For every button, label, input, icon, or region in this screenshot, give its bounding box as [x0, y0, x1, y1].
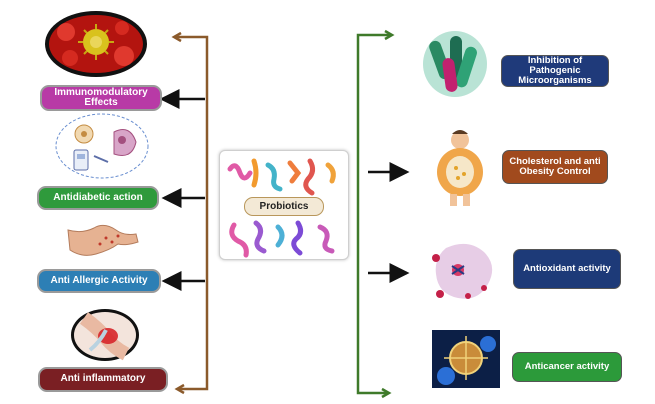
cholesterol-obesity-label: Cholesterol and anti Obesity Control — [502, 150, 608, 184]
anti-allergic-activity-text: Anti Allergic Activity — [50, 274, 148, 286]
pathogen-inhibition-label: Inhibition of Pathogenic Microorganisms — [501, 55, 609, 87]
anticancer-activity-text: Anticancer activity — [524, 361, 610, 373]
antioxidant-cell-illustration — [428, 238, 500, 304]
right-bracket — [356, 33, 391, 395]
antidiabetic-action-text: Antidiabetic action — [53, 191, 143, 203]
cholesterol-obesity-text: Cholesterol and anti Obesity Control — [509, 156, 601, 177]
anti-inflammatory-text: Anti inflammatory — [60, 373, 146, 385]
pathogen-illustration — [420, 28, 490, 100]
left-bracket — [175, 35, 209, 391]
anticancer-activity-label: Anticancer activity — [512, 352, 622, 382]
diabetes-illustration — [54, 112, 150, 180]
probiotics-label: Probiotics — [244, 197, 324, 216]
probiotics-text: Probiotics — [259, 201, 309, 212]
obesity-illustration — [434, 128, 486, 208]
antioxidant-activity-label: Antioxidant activity — [513, 249, 621, 289]
antioxidant-activity-text: Antioxidant activity — [523, 263, 611, 275]
antidiabetic-action-label: Antidiabetic action — [37, 186, 159, 210]
immunomodulatory-effects-text: Immunomodulatory Effects — [54, 86, 148, 108]
virus-blood-illustration — [44, 10, 148, 78]
immunomodulatory-effects-label: Immunomodulatory Effects — [40, 85, 162, 111]
pathogen-inhibition-text: Inhibition of Pathogenic Microorganisms — [518, 55, 592, 86]
anti-inflammatory-label: Anti inflammatory — [38, 367, 168, 392]
allergic-hand-illustration — [66, 220, 140, 264]
cancer-cell-illustration — [432, 330, 500, 388]
probiotics-box — [219, 150, 349, 260]
bacteria-illustration — [227, 158, 336, 258]
inflamed-knee-illustration — [70, 308, 140, 362]
anti-allergic-activity-label: Anti Allergic Activity — [37, 269, 161, 293]
